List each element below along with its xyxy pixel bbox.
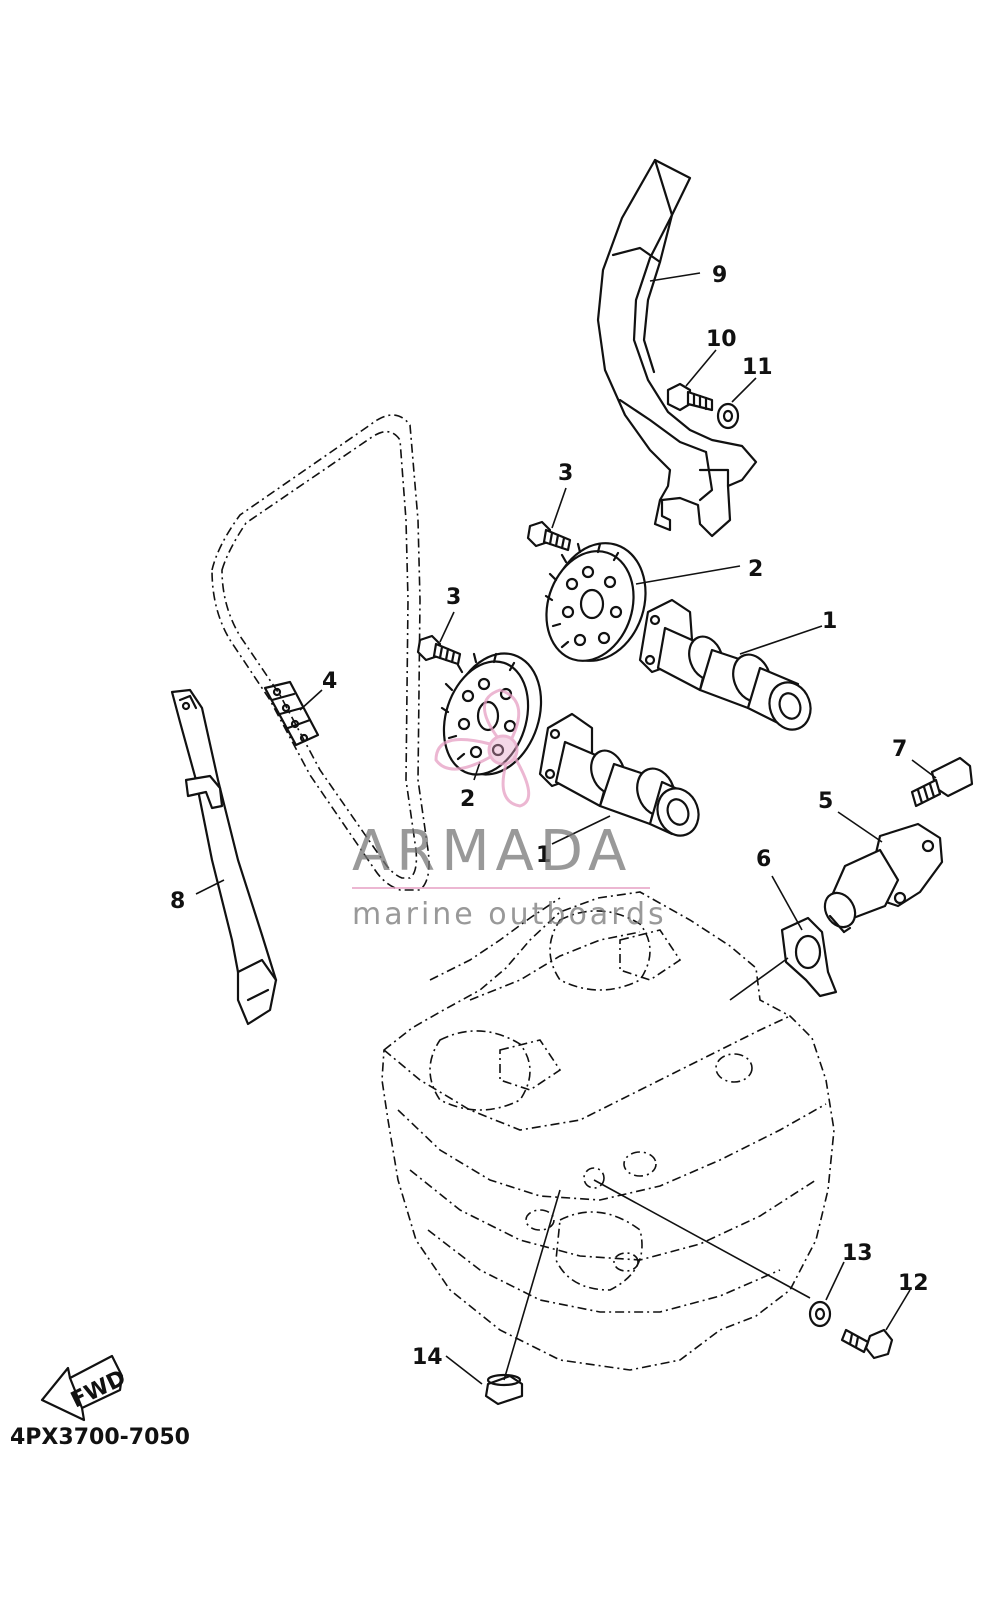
callout-13: 13 xyxy=(842,1241,873,1266)
callout-7: 7 xyxy=(892,737,907,762)
camshaft-lower xyxy=(538,712,700,837)
callout-12: 12 xyxy=(898,1271,929,1296)
callout-5: 5 xyxy=(818,789,833,814)
camshaft-upper xyxy=(638,598,812,731)
callout-9: 9 xyxy=(712,263,727,288)
cam-chain xyxy=(211,414,430,891)
callout-3-lower: 3 xyxy=(446,585,461,610)
callout-14: 14 xyxy=(412,1345,443,1370)
callout-11: 11 xyxy=(742,355,773,380)
callout-1-lower: 1 xyxy=(536,843,551,868)
cap-bolt-7 xyxy=(910,756,974,808)
chain-tensioner-5 xyxy=(823,822,944,934)
callout-labels: 9 10 11 3 2 1 3 4 2 1 7 5 6 8 13 12 14 xyxy=(170,263,929,1370)
chain-guide-lower xyxy=(170,688,278,1026)
cylinder-head xyxy=(381,891,835,1371)
bolt-12 xyxy=(840,1328,894,1360)
callout-3-upper: 3 xyxy=(558,461,573,486)
washer-11 xyxy=(716,402,740,430)
forward-arrow-icon: FWD xyxy=(40,1354,130,1422)
callout-4: 4 xyxy=(322,669,337,694)
callout-2-upper: 2 xyxy=(748,557,763,582)
cam-sprocket-upper xyxy=(544,542,647,662)
callout-8: 8 xyxy=(170,889,185,914)
part-code: 4PX3700-7050 xyxy=(10,1425,190,1450)
bolt-10 xyxy=(666,382,714,412)
watermark-brand: ARMADA xyxy=(352,819,632,884)
callout-2-lower: 2 xyxy=(460,787,475,812)
cam-sprocket-lower xyxy=(440,652,543,776)
watermark-logo: ARMADA marine outboards xyxy=(352,688,667,932)
bolt-3-upper xyxy=(526,520,572,552)
gasket-6 xyxy=(780,916,838,998)
washer-13 xyxy=(808,1300,832,1328)
watermark-tagline: marine outboards xyxy=(352,897,667,932)
callout-10: 10 xyxy=(706,327,737,352)
propeller-logo-icon xyxy=(434,688,531,808)
bolt-3-lower xyxy=(416,634,462,666)
leader-lines xyxy=(195,272,937,1385)
plug-14 xyxy=(484,1373,524,1406)
callout-1-upper: 1 xyxy=(822,609,837,634)
callout-6: 6 xyxy=(756,847,771,872)
